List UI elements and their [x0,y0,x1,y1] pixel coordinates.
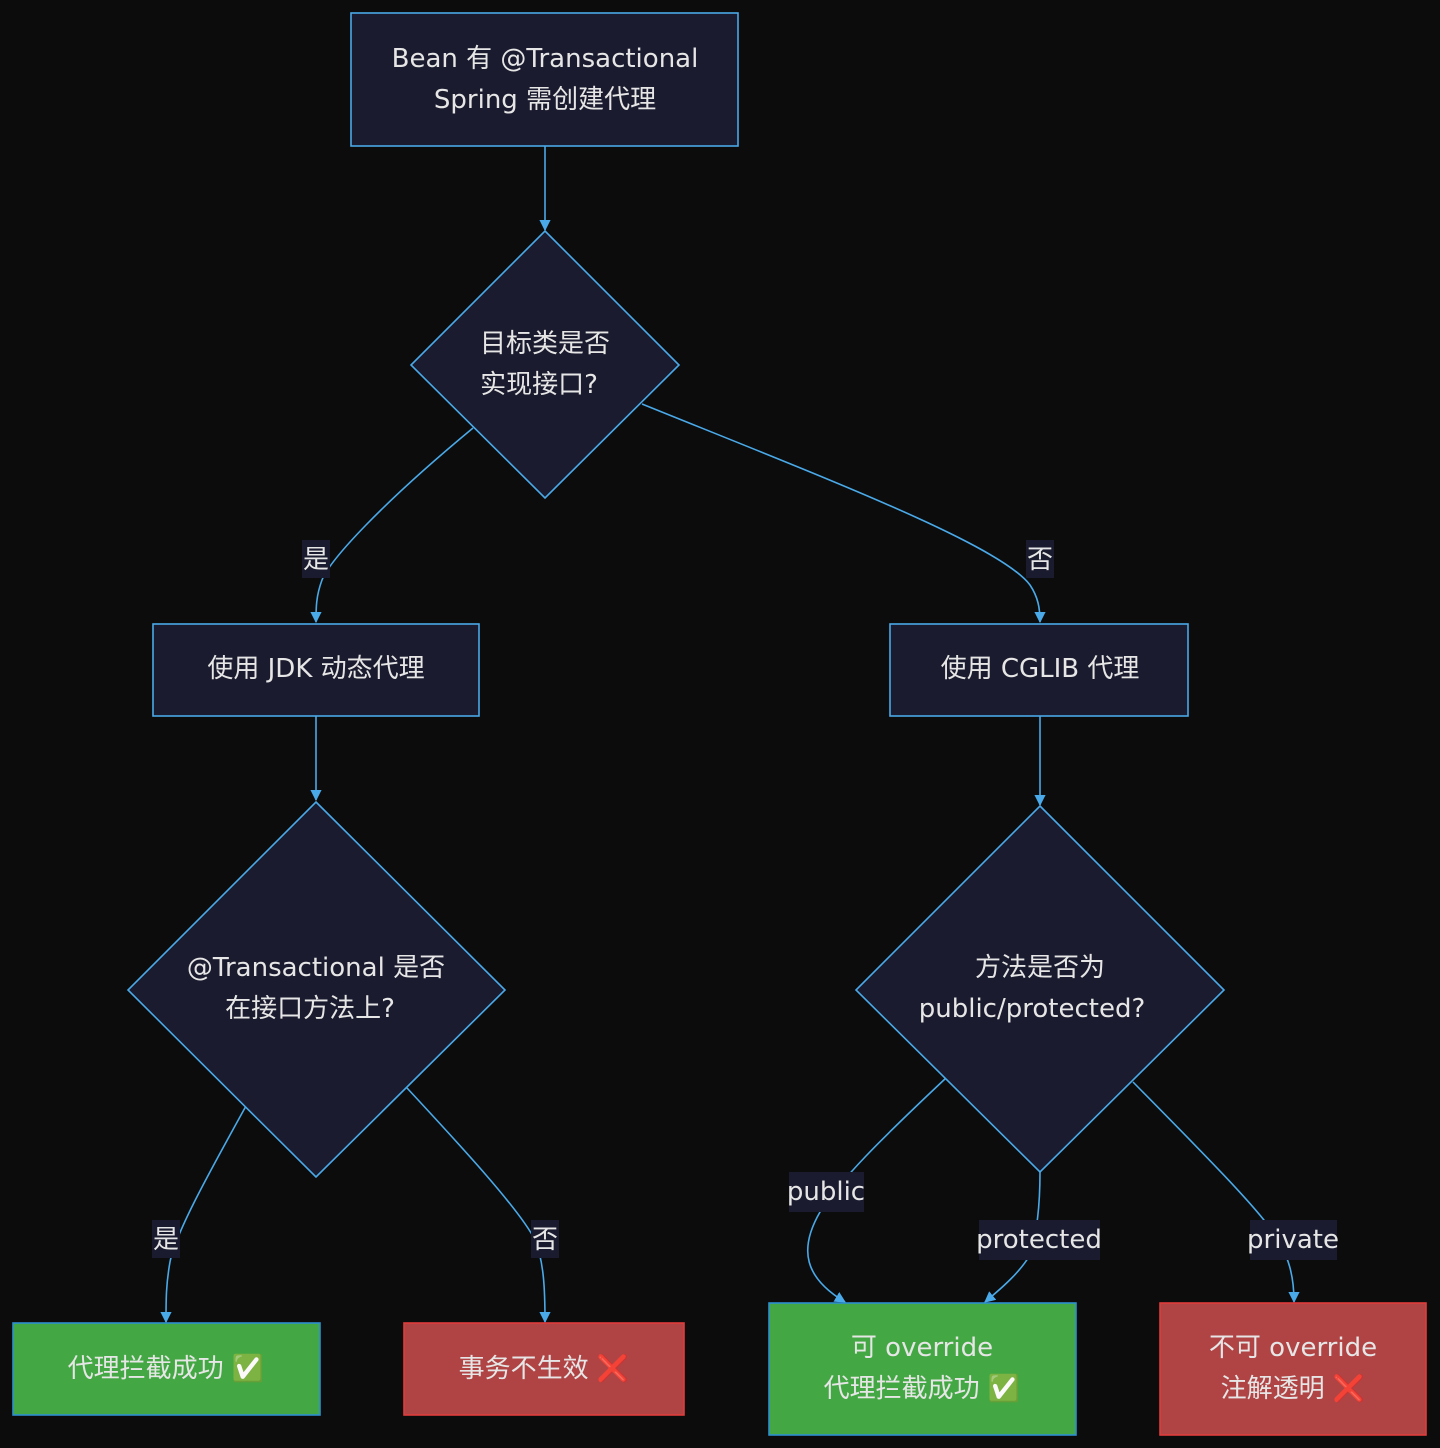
edge-private [1132,1081,1300,1304]
decision-visibility-line2: public/protected? [919,994,1146,1024]
node-jdk-success-text: 代理拦截成功 ✅ [68,1353,265,1384]
edge-label-annotation-no: 否 [531,1220,559,1258]
edge-label-annotation-yes-text: 是 [153,1225,179,1255]
node-jdk-success: 代理拦截成功 ✅ [12,1322,321,1416]
edge-label-private: private [1247,1220,1339,1260]
edge-label-public-text: public [787,1177,865,1207]
node-start-line1: Bean 有 @Transactional [392,44,699,74]
edge-label-private-text: private [1247,1225,1339,1255]
node-cglib-proxy: 使用 CGLIB 代理 [889,623,1189,717]
edge-interface-yes [310,427,474,624]
decision-implements-interface: 目标类是否 实现接口? [409,229,681,500]
edge-label-annotation-yes: 是 [152,1220,180,1258]
edge-label-public: public [787,1172,865,1212]
node-jdk-fail: 事务不生效 ❌ [403,1322,685,1416]
edge-label-interface-yes-text: 是 [303,545,329,575]
edge-label-interface-no-text: 否 [1027,545,1053,575]
decision-annotation-line2: 在接口方法上? [225,994,395,1024]
edge-annotation-no [406,1087,551,1324]
edge-label-interface-no: 否 [1026,540,1054,578]
node-cglib-success-line2: 代理拦截成功 ✅ [824,1373,1021,1404]
node-cglib-fail-line1: 不可 override [1209,1333,1377,1363]
edge-annotation-yes [160,1105,247,1324]
node-cglib-success: 可 override 代理拦截成功 ✅ [768,1302,1077,1436]
decision-annotation-on-interface: @Transactional 是否 在接口方法上? [126,800,507,1179]
node-cglib-fail: 不可 override 注解透明 ❌ [1159,1302,1427,1436]
edge-label-annotation-no-text: 否 [532,1225,558,1255]
node-jdk-proxy-text: 使用 JDK 动态代理 [207,654,424,684]
edge-labels: 是 否 是 否 public protected private [152,540,1339,1260]
decision-implements-interface-line1: 目标类是否 [480,329,610,359]
edge-interface-no [641,403,1046,624]
node-cglib-proxy-text: 使用 CGLIB 代理 [941,654,1140,684]
node-cglib-success-line1: 可 override [851,1333,993,1363]
node-start-line2: Spring 需创建代理 [434,85,656,115]
edge-label-protected: protected [976,1220,1102,1260]
node-jdk-fail-text: 事务不生效 ❌ [459,1353,630,1384]
edge-label-interface-yes: 是 [302,540,330,578]
decision-annotation-line1: @Transactional 是否 [187,953,445,983]
node-start: Bean 有 @Transactional Spring 需创建代理 [350,12,739,147]
decision-visibility-line1: 方法是否为 [975,953,1105,983]
decision-implements-interface-line2: 实现接口? [480,370,598,400]
node-cglib-fail-line2: 注解透明 ❌ [1221,1373,1366,1404]
edge-label-protected-text: protected [976,1225,1102,1255]
node-jdk-proxy: 使用 JDK 动态代理 [152,623,480,717]
decision-method-visibility: 方法是否为 public/protected? [854,804,1226,1174]
